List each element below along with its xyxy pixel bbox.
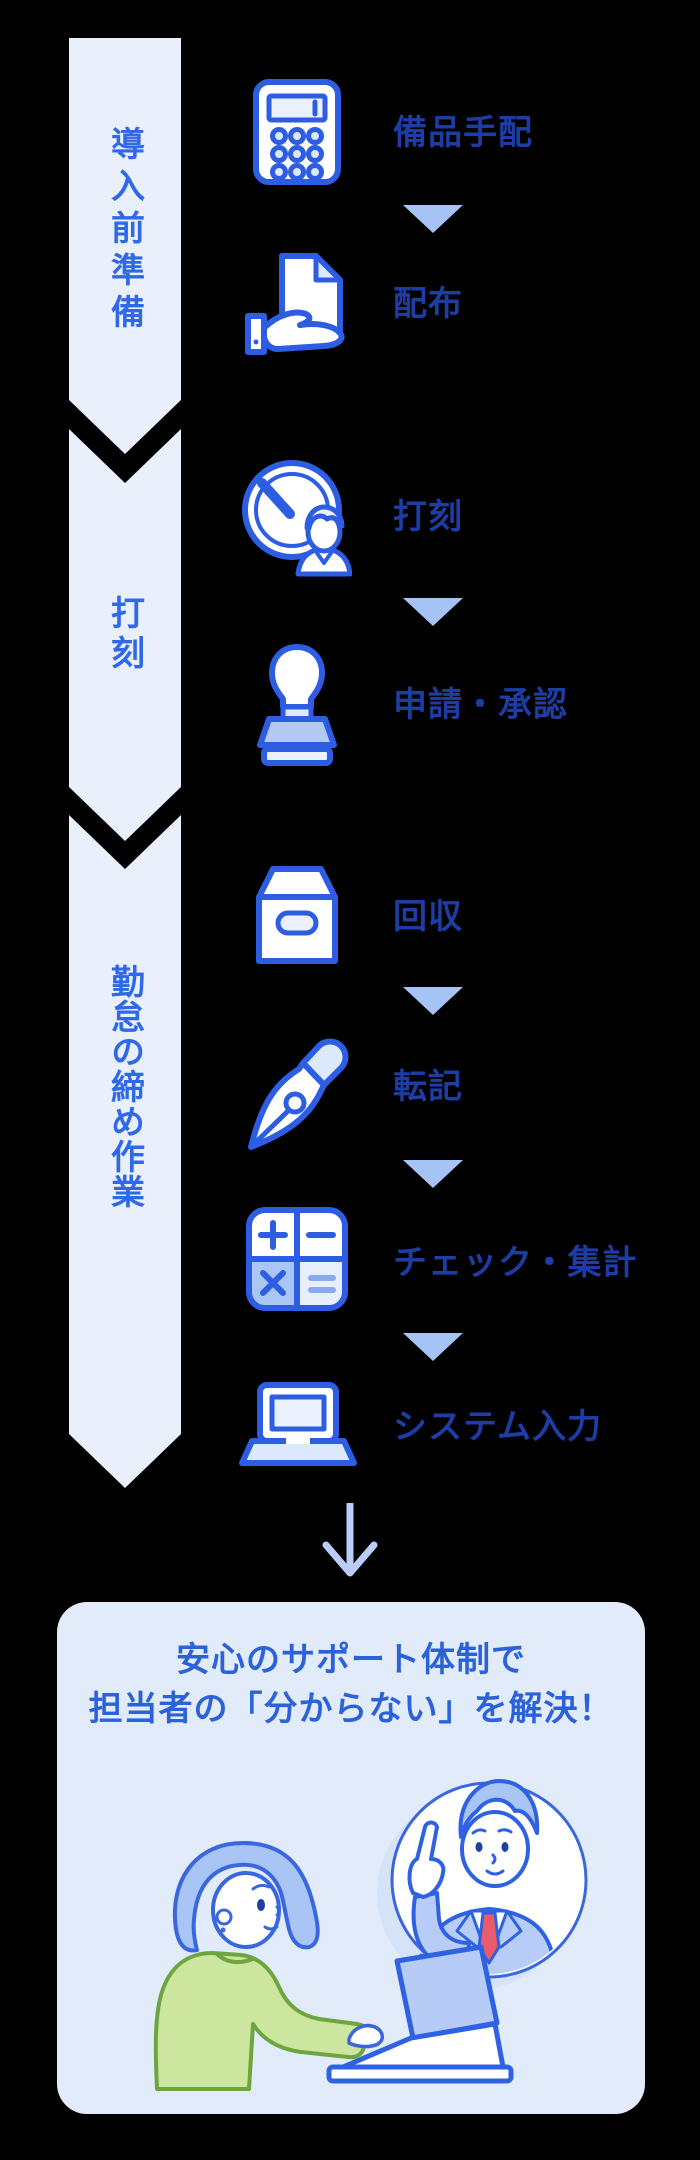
calculator-icon: [253, 79, 341, 185]
down-triangle-icon: [403, 205, 463, 233]
ribbon-segment-preparation: 導入前準備: [69, 38, 181, 454]
step-label: 配布: [393, 285, 463, 323]
long-down-arrow-icon: [322, 1503, 378, 1577]
laptop-icon: [239, 1382, 357, 1466]
step-label: システム入力: [393, 1408, 602, 1446]
support-user-figure: [153, 1841, 384, 2091]
storage-box-icon: [256, 866, 338, 964]
support-heading-line2: 担当者の「分からない」を解決！: [88, 1690, 614, 1728]
ribbon-segment-label: 打刻: [105, 595, 144, 675]
time-stamp-clock-icon: [242, 460, 352, 577]
step-label: 回収: [393, 898, 463, 936]
down-triangle-icon: [403, 1160, 463, 1188]
support-card: 安心のサポート体制で 担当者の「分からない」を解決！: [57, 1602, 645, 2114]
step-label: 転記: [393, 1068, 463, 1106]
hand-document-icon: [245, 253, 345, 355]
ribbon-segment-punch: 打刻: [69, 429, 181, 841]
step-label: 打刻: [393, 498, 463, 536]
down-triangle-icon: [403, 987, 463, 1015]
stamp-icon: [257, 644, 337, 766]
ribbon-segment-closing: 勤怠の締め作業: [69, 815, 181, 1488]
support-heading-line1: 安心のサポート体制で: [176, 1641, 526, 1679]
illustration-laptop: [326, 1944, 514, 2084]
pen-nib-icon: [248, 1038, 349, 1150]
calc-grid-icon: [246, 1207, 348, 1311]
down-triangle-icon: [403, 1333, 463, 1361]
ribbon-segment-label: 勤怠の締め作業: [105, 964, 144, 1209]
step-label: 申請・承認: [393, 686, 568, 724]
ribbon-segment-label: 導入前準備: [105, 126, 144, 336]
support-card-heading: 安心のサポート体制で 担当者の「分からない」を解決！: [57, 1636, 645, 1734]
support-illustration: [153, 1779, 588, 2091]
step-label: 備品手配: [393, 114, 533, 152]
down-triangle-icon: [403, 598, 463, 626]
step-label: チェック・集計: [393, 1244, 638, 1282]
